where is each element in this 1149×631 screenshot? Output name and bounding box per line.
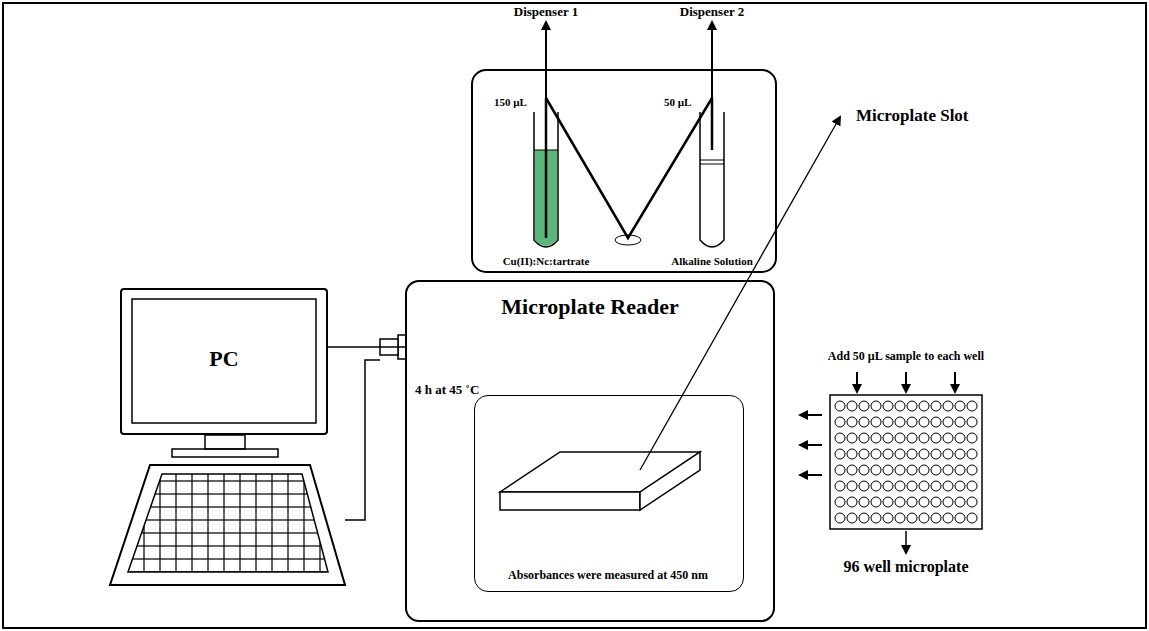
- instruction-label: Add 50 µL sample to each well: [828, 349, 984, 364]
- node-title: Absorbances were measured at 450 nm: [508, 568, 708, 583]
- slot-box: Absorbances were measured at 450 nm: [474, 395, 744, 592]
- arrow: [800, 474, 822, 476]
- dispenser-arrow: [711, 22, 713, 98]
- monitor-box: PC: [120, 288, 328, 435]
- dispenser-label: Dispenser 1: [514, 4, 578, 20]
- dispenser-arrow: [545, 22, 547, 98]
- arrow: [954, 372, 956, 392]
- outer-frame: [3, 3, 1146, 628]
- arrow: [800, 444, 822, 446]
- cable: [328, 346, 405, 348]
- reader-box: Microplate Reader 4 h at 45 ˚C Absorbances…: [405, 280, 775, 622]
- dispenser-label: Dispenser 2: [680, 4, 744, 20]
- reagent-label: Alkaline Solution: [671, 255, 753, 267]
- plate-label: 96 well microplate: [843, 558, 968, 576]
- volume-label: 50 µL: [664, 96, 691, 108]
- pc-illustration: [110, 299, 398, 585]
- node-note: 4 h at 45 ˚C: [415, 382, 479, 398]
- test-tubes: [534, 98, 724, 247]
- node-title: Microplate Reader: [501, 294, 678, 320]
- node-title: PC: [209, 346, 238, 372]
- microplate-slot: [500, 452, 700, 510]
- dispenser-box: [472, 70, 776, 272]
- reagent-label: Cu(II):Nc:tartrate: [503, 255, 590, 267]
- volume-label: 150 µL: [494, 96, 527, 108]
- arrow: [905, 372, 907, 392]
- leader-line: [640, 117, 840, 470]
- slot-label: Microplate Slot: [856, 106, 969, 126]
- arrow: [905, 531, 907, 553]
- well-plate: [830, 395, 982, 529]
- arrow: [856, 372, 858, 392]
- arrow: [800, 414, 822, 416]
